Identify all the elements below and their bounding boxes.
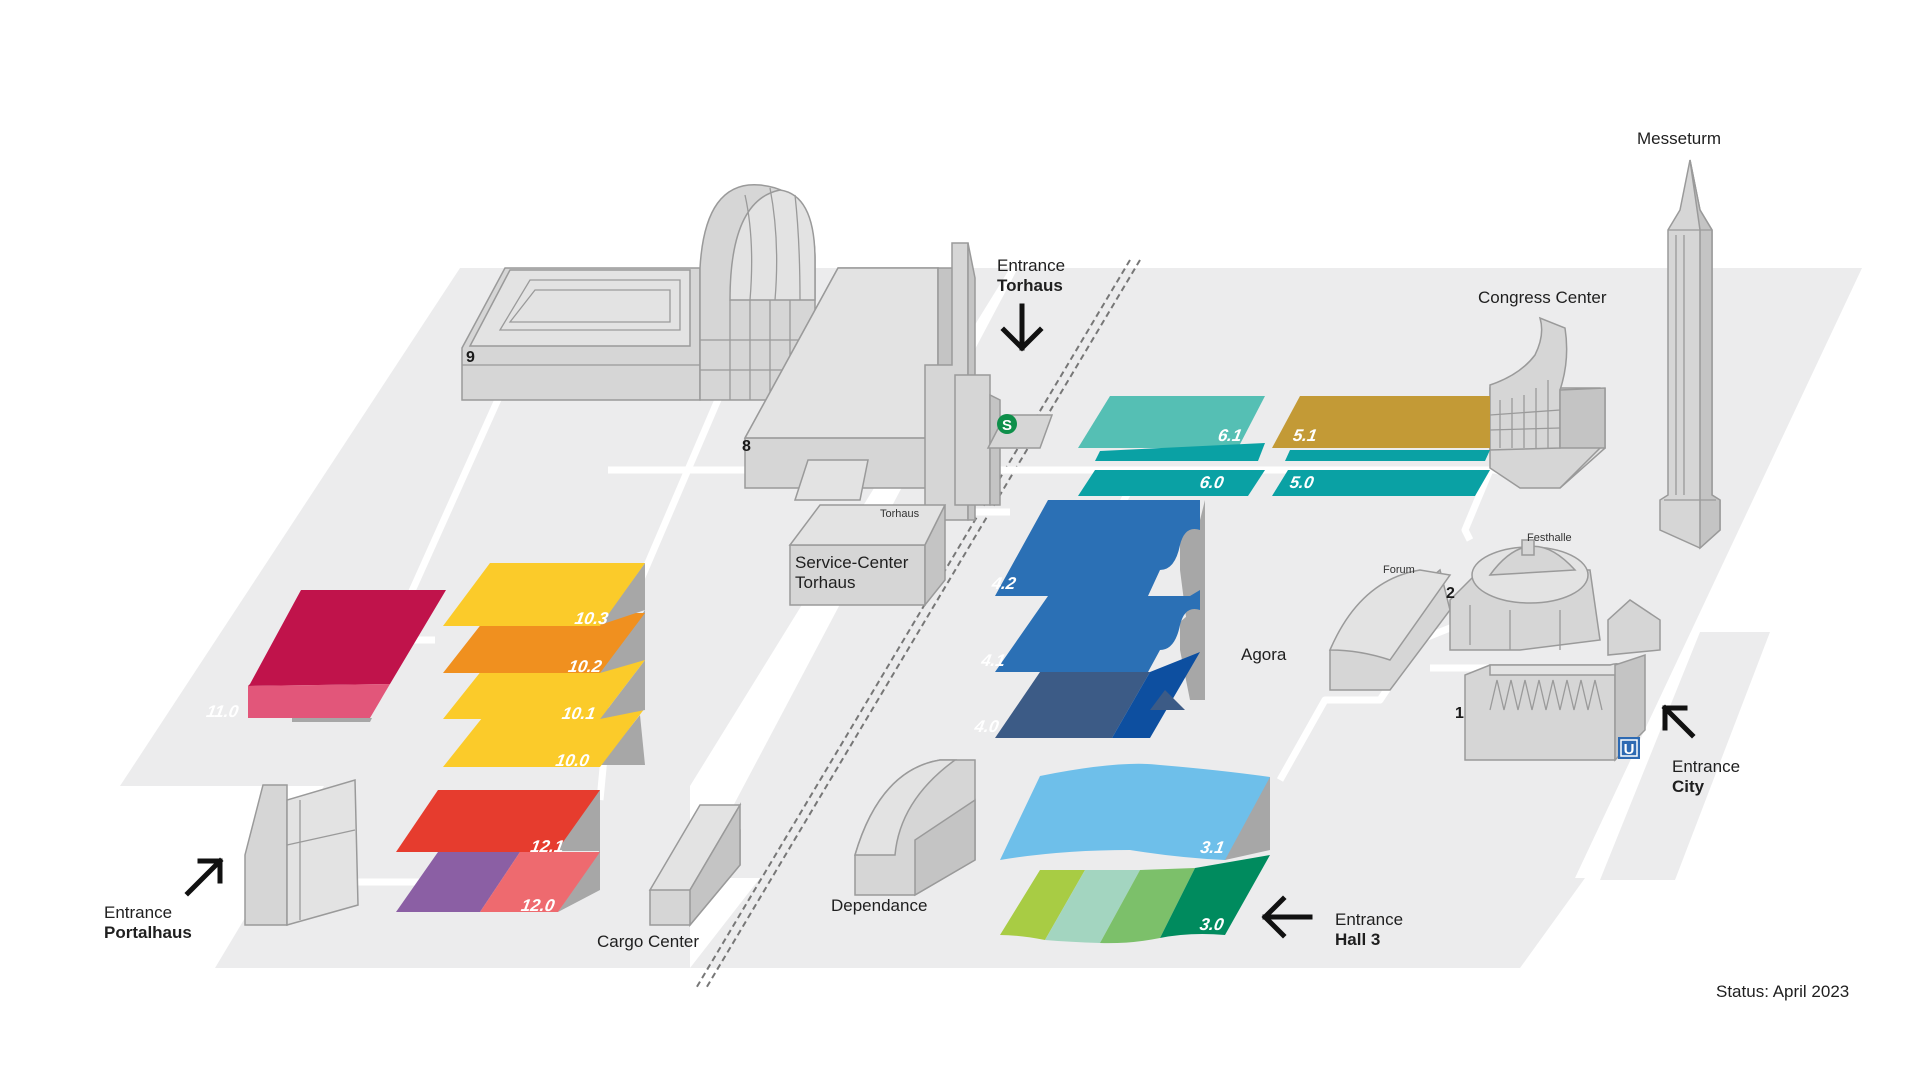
entrance-city-line1: Entrance [1672,757,1740,776]
building-2-number: 2 [1446,585,1455,602]
entrance-torhaus-line1: Entrance [997,256,1065,275]
ground-plate-east-lower [1600,632,1770,880]
building-9 [461,267,701,401]
dependance-building [853,759,976,897]
building-1 [1464,599,1661,762]
service-center-torhaus [788,459,947,608]
forum-label: Forum [1383,564,1415,576]
entrance-hall3-line1: Entrance [1335,910,1403,929]
hall-4-1-label: 4.1 [979,650,1007,670]
hall-5-0-label: 5.0 [1288,472,1316,492]
hall-4-2-label: 4.2 [989,573,1018,593]
svg-text:U: U [1624,741,1635,758]
service-center-label-1: Service-Center [795,553,909,572]
arrow-left-icon [1261,895,1313,939]
arrow-up-left-icon [1661,704,1696,739]
entrance-portalhaus-line2: Portalhaus [104,923,192,942]
arrow-up-right-icon [184,857,224,897]
forum-building [1328,568,1452,691]
torhaus-small-label: Torhaus [880,508,920,520]
building-1-number: 1 [1455,705,1464,722]
hall-10-3-label: 10.3 [573,608,610,628]
status-label: Status: April 2023 [1716,982,1849,1001]
u-bahn-icon: U [1618,737,1640,759]
hall-4: 4.2 4.1 4.0 [972,500,1205,738]
congress-center-building [1489,316,1606,489]
festhalle-building [1449,539,1601,651]
hall-6-0-label: 6.0 [1198,472,1226,492]
building-9-number: 9 [466,349,475,366]
glass-hall-arches [699,184,816,401]
entrance-hall3-line2: Hall 3 [1335,930,1380,949]
hall-11-0-label: 11.0 [205,701,241,721]
hall-10: 10.0 10.1 10.2 10.3 [443,563,645,770]
messeturm-label: Messeturm [1637,129,1721,148]
hall-6: 6.1 6.0 [1078,396,1265,496]
hall-10-2-label: 10.2 [567,656,604,676]
arrow-down-icon [1000,303,1044,352]
hall-3: 3.1 3.0 [1000,763,1270,944]
dependance-label: Dependance [831,896,927,915]
festhalle-label: Festhalle [1527,532,1572,544]
hall-5-1-label: 5.1 [1292,425,1319,445]
agora-label: Agora [1241,645,1287,664]
entrance-torhaus-line2: Torhaus [997,276,1063,295]
hall-11: 11.0 [205,590,446,722]
hall-6-1-label: 6.1 [1217,425,1244,445]
hall-5: 5.1 5.0 [1272,396,1490,496]
cargo-center-building [648,802,742,928]
s-bahn-icon: S [997,414,1017,434]
building-8-number: 8 [742,438,751,455]
building-8 [743,267,956,489]
hall-3-0-label: 3.0 [1198,914,1226,934]
hall-12: 12.1 12.0 [396,790,600,915]
hall-3-1-label: 3.1 [1199,837,1226,857]
service-center-label-2: Torhaus [795,573,855,592]
torhaus-tower [924,242,1001,521]
hall-12-0-label: 12.0 [520,895,557,915]
cargo-center-label: Cargo Center [597,932,699,951]
congress-center-label: Congress Center [1478,288,1607,307]
hall-10-0-label: 10.0 [554,750,591,770]
railway-lines [694,259,1141,991]
svg-text:S: S [1002,417,1012,434]
entrance-portalhaus-line1: Entrance [104,903,172,922]
hall-4-0-label: 4.0 [972,716,1001,736]
portalhaus-building [244,779,359,926]
messeturm-tower [1659,159,1721,550]
hall-12-1-label: 12.1 [529,836,566,856]
hall-10-1-label: 10.1 [561,703,598,723]
entrance-city-line2: City [1672,777,1705,796]
